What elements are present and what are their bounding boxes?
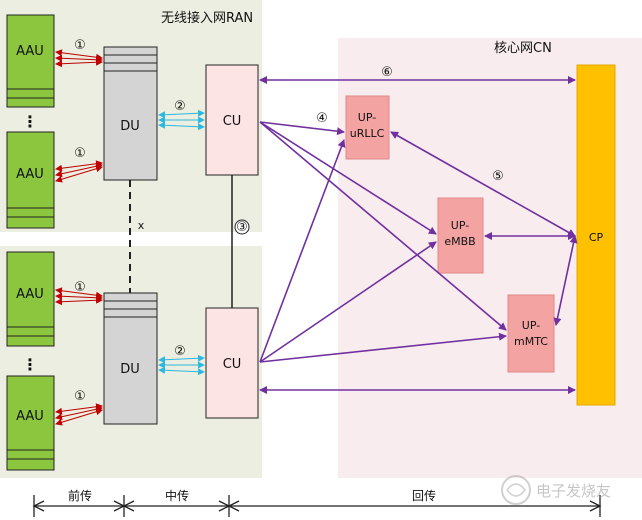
marker-4: ④: [316, 111, 328, 126]
marker-1: ①: [74, 280, 86, 295]
cp-block: [576, 64, 616, 406]
up-mmtc-label-line1: UP-: [522, 319, 540, 332]
marker-5: ⑤: [492, 169, 504, 184]
du-bottom: DU: [103, 292, 158, 425]
up-urllc-label-line2: uRLLC: [350, 127, 385, 140]
aau-label: AAU: [16, 287, 44, 302]
backhaul-links: [259, 76, 578, 394]
fronthaul-label: 前传: [68, 488, 92, 503]
marker-1: ①: [74, 146, 86, 161]
backhaul-label: 回传: [412, 488, 436, 503]
du-top: DU: [103, 46, 158, 181]
up-urllc-label-line1: UP-: [358, 111, 376, 124]
aau-bottom-1: AAU: [6, 251, 55, 347]
marker-3: ③: [236, 220, 248, 235]
cu-bottom: [205, 307, 259, 419]
aau-label: AAU: [16, 409, 44, 424]
fronthaul-arrows: [55, 49, 103, 426]
du-label: DU: [120, 119, 140, 134]
ellipsis-dots: ⋮: [22, 355, 38, 374]
watermark-text: 电子发烧友: [536, 482, 611, 500]
watermark: 电子发烧友: [501, 475, 611, 505]
up-embb-label-line2: eMBB: [444, 235, 475, 248]
aau-label: AAU: [16, 44, 44, 59]
marker-1: ①: [74, 38, 86, 53]
up-embb-box: UP- eMBB: [437, 197, 484, 274]
cu-label: CU: [223, 357, 242, 372]
midhaul-label: 中传: [165, 488, 189, 503]
cn-title: 核心网CN: [494, 41, 552, 56]
bottom-axis: [32, 495, 602, 517]
aau-top-2: AAU: [6, 131, 55, 229]
cu-label: CU: [223, 114, 242, 129]
aau-label: AAU: [16, 167, 44, 182]
marker-x: x: [138, 219, 145, 232]
aau-bottom-2: AAU: [6, 375, 55, 471]
cp-label: CP: [589, 231, 604, 244]
midhaul-arrows: [158, 109, 205, 376]
up-urllc-box: UP- uRLLC: [345, 95, 390, 160]
marker-1: ①: [74, 389, 86, 404]
marker-2: ②: [174, 344, 186, 359]
du-label: DU: [120, 362, 140, 377]
marker-6: ⑥: [381, 65, 393, 80]
aau-top-1: AAU: [6, 14, 55, 108]
cu-top: [205, 64, 259, 176]
up-embb-label-line1: UP-: [451, 219, 469, 232]
up-mmtc-box: UP- mMTC: [507, 294, 555, 373]
marker-2: ②: [174, 99, 186, 114]
up-mmtc-label-line2: mMTC: [514, 335, 548, 348]
ran-title: 无线接入网RAN: [161, 10, 253, 26]
ellipsis-dots: ⋮: [22, 112, 38, 131]
